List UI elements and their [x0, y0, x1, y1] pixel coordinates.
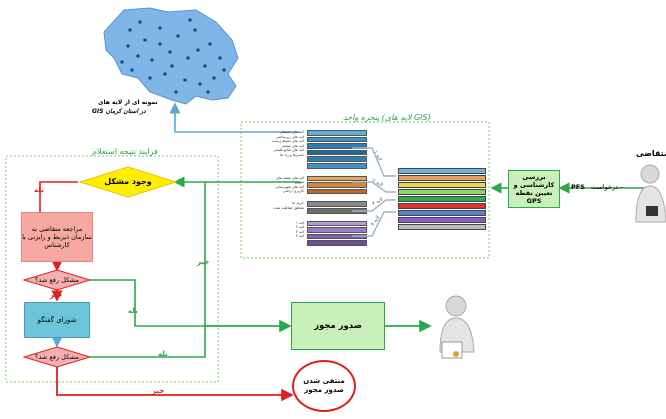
gis-layer-name: مناطق حفاظت شده — [273, 205, 304, 210]
q2-decision: مشکل رفع شد؟ — [28, 351, 86, 363]
map-caption-line2: GIS در استان کرمان — [92, 108, 146, 115]
gis-layer-bar — [307, 143, 367, 149]
expert-review-label: بررسی کارشناسی و تعیین نقطه GPS — [513, 172, 555, 206]
gis-layer-bar — [307, 240, 367, 246]
no-problem-label: خیر — [197, 258, 210, 266]
gis-layer-bar — [307, 149, 367, 156]
gis-stack-bar — [398, 203, 486, 209]
gis-window-title: پنجره واحد (لایه های GIS) — [343, 113, 431, 122]
gis-stack-bar — [398, 175, 486, 181]
gis-layer-bar — [307, 136, 367, 143]
problem-decision: وجود مشکل — [92, 175, 164, 189]
issue-permit-label: صدور مجوز — [314, 320, 362, 331]
gis-window-frame — [240, 121, 490, 259]
gis-layer-name: لایه های محیط زیست — [271, 139, 304, 144]
terminated-label-line2: صدور مجوز — [304, 386, 344, 394]
gis-stack-bar — [398, 196, 486, 202]
gis-stack-bar — [398, 168, 486, 174]
gis-layer-name: لایه های نقشه های شهری — [276, 175, 304, 185]
request-label: درخواست - — [591, 183, 623, 191]
council-box: شورای گفتگو — [24, 302, 90, 338]
council-box-label: شورای گفتگو — [37, 315, 77, 324]
gis-stack-bar — [398, 224, 486, 230]
no2-label: خیر — [152, 387, 165, 395]
yes2-label: بله — [128, 307, 138, 315]
gis-layer-name: حریم ها — [292, 201, 304, 206]
pfs-label: PFS — [571, 183, 585, 191]
gis-stack-bar — [398, 182, 486, 188]
gis-layer-name: لایه های منابع طبیعی — [273, 148, 304, 153]
gis-stack-bar — [398, 217, 486, 223]
process-title: فرایند نتیجه استعلام — [92, 147, 158, 156]
q1-decision-label: مشکل رفع شد؟ — [35, 275, 79, 284]
gis-layer-bar — [307, 201, 367, 207]
gis-layer-name: لایه ۴ — [295, 234, 304, 239]
gis-layer-bar — [307, 207, 367, 214]
yes3-label: بله — [158, 350, 168, 358]
gis-layer-name: لایه های زیرساختی — [275, 134, 304, 139]
referral-box-label: مراجعه متقاضی به سازمان ذیربط و رایزنی ب… — [22, 224, 92, 250]
gis-stack-bar — [398, 189, 486, 195]
gis-layer-bar — [307, 175, 367, 182]
gis-layer-name: لایه های شهرستانی — [275, 184, 304, 189]
gis-layer-bar — [307, 156, 367, 162]
gis-layer-bar — [307, 130, 367, 136]
q1-decision: مشکل رفع شد؟ — [28, 274, 86, 286]
terminated-oval: منتفی شدن صدور مجوز — [292, 360, 356, 412]
no1-label: خیر — [50, 291, 63, 299]
gis-layer-name: لایه ۱ — [295, 220, 304, 225]
applicant-label: متقاضی — [636, 149, 666, 158]
gis-layer-name: لایه های صنعتی — [280, 143, 304, 148]
q2-yes-connector — [90, 326, 206, 358]
issue-permit-box: صدور مجوز — [291, 302, 385, 350]
gis-layer-bar — [307, 233, 367, 240]
gis-layer-bar — [307, 188, 367, 195]
gis-layer-name: کاربری اراضی — [282, 189, 304, 194]
q2-no-connector — [56, 366, 294, 402]
gis-merged-stack — [398, 168, 486, 230]
map-caption-line1: نمونه ای از لایه های — [98, 99, 158, 106]
q2-decision-label: مشکل رفع شد؟ — [35, 352, 79, 361]
terminated-label-line1: منتفی شدن — [303, 377, 345, 386]
gis-layer-name: لایه های محیطی — [279, 130, 304, 134]
yes1-label: بله — [34, 186, 44, 194]
gis-layer-bar — [307, 182, 367, 188]
gis-layer-name: لایه ۲ — [295, 225, 304, 230]
gis-layer-name: مسیرها و راه ها — [280, 152, 304, 157]
gis-layer-name: لایه ۳ — [295, 229, 304, 234]
gis-layer-bar — [307, 227, 367, 233]
process-frame — [5, 155, 219, 383]
gis-to-map-connector — [169, 102, 300, 133]
gis-layer-bar — [307, 162, 367, 169]
gis-stack-bar — [398, 210, 486, 216]
referral-box: مراجعه متقاضی به سازمان ذیربط و رایزنی ب… — [21, 212, 93, 262]
gis-layer-bar — [307, 220, 367, 227]
q1-yes-connector — [90, 279, 205, 327]
problem-decision-label: وجود مشکل — [104, 177, 152, 186]
expert-review-box: بررسی کارشناسی و تعیین نقطه GPS — [508, 170, 560, 208]
